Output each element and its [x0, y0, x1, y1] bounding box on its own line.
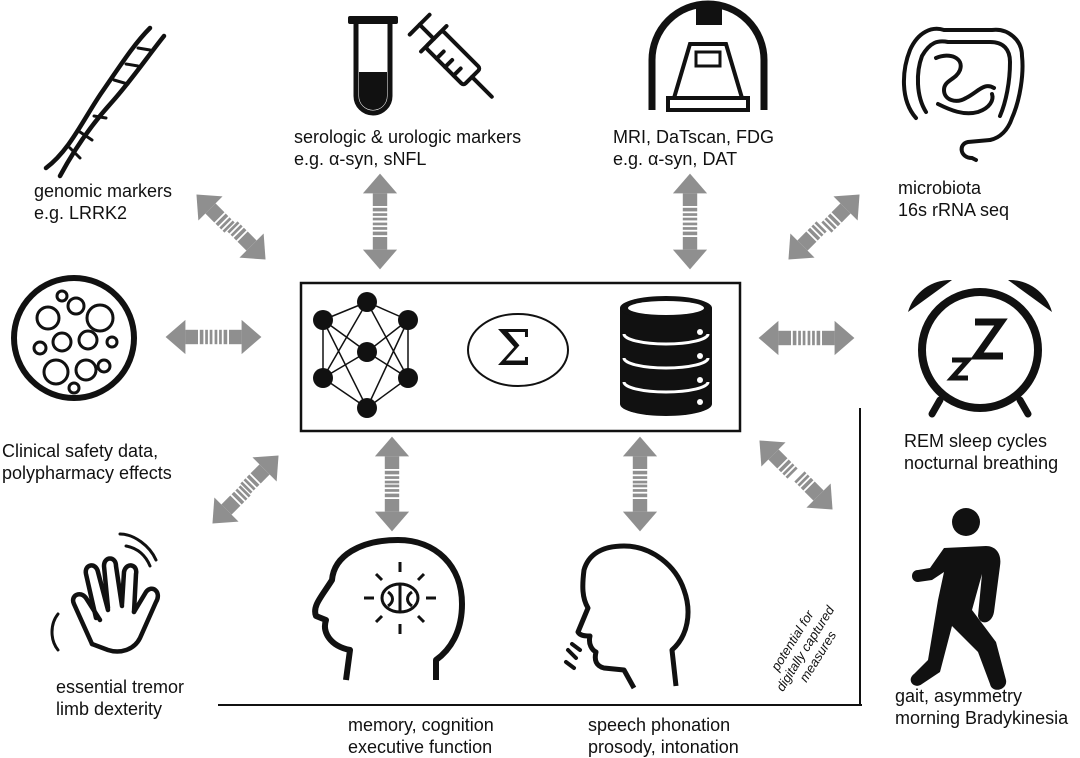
arrow-imaging-in — [672, 222, 708, 270]
label-genomic-line2: e.g. LRRK2 — [34, 203, 128, 223]
label-imaging-line1: MRI, DaTscan, FDG — [613, 127, 775, 147]
arrow-tremor-out — [200, 478, 258, 536]
label-sleep-line2: nocturnal breathing — [904, 453, 1059, 473]
sigma-icon — [467, 313, 569, 387]
sigma-symbol: Σ — [496, 319, 532, 377]
label-serologic-line1: serologic & urologic markers — [294, 127, 522, 147]
dna-helix-icon — [43, 25, 167, 179]
syringe-icon — [407, 12, 494, 99]
cell-culture-icon — [11, 275, 137, 401]
tremor-hand-icon — [50, 532, 161, 654]
label-speech-line1: speech phonation — [588, 715, 731, 735]
walking-person-icon — [910, 508, 1007, 690]
label-speech-line2: prosody, intonation — [588, 737, 739, 757]
arrow-genomic-out — [184, 182, 242, 240]
label-gait-line1: gait, asymmetry — [895, 686, 1023, 706]
label-imaging: MRI, DaTscan, FDG e.g. α-syn, DAT — [613, 126, 774, 170]
label-genomic-line1: genomic markers — [34, 181, 173, 201]
label-tremor-line1: essential tremor — [56, 677, 185, 697]
arrow-serologic-in — [362, 222, 398, 270]
arrow-clinical-in — [214, 319, 262, 355]
neural-network-nodes — [313, 292, 418, 418]
arrow-speech-out — [622, 484, 658, 532]
label-clinical-line1: Clinical safety data, — [2, 441, 159, 461]
arrow-genomic-in — [220, 214, 278, 272]
mri-scanner-icon — [648, 0, 768, 112]
alarm-clock-icon — [908, 279, 1052, 418]
label-gait-line2: morning Bradykinesia — [895, 708, 1069, 728]
label-memory: memory, cognition executive function — [348, 714, 494, 758]
label-genomic: genomic markers e.g. LRRK2 — [34, 180, 172, 224]
arrow-memory-in — [374, 436, 410, 484]
test-tube-icon — [348, 16, 398, 116]
intestine-icon — [901, 26, 1025, 162]
arrow-speech-in — [622, 436, 658, 484]
arrow-gait-in — [747, 428, 805, 486]
label-tremor-line2: limb dexterity — [56, 699, 163, 719]
label-clinical-line2: polypharmacy effects — [2, 463, 172, 483]
database-icon — [620, 296, 712, 416]
label-memory-line1: memory, cognition — [348, 715, 494, 735]
label-imaging-line2: e.g. α-syn, DAT — [613, 149, 738, 169]
label-speech: speech phonation prosody, intonation — [588, 714, 739, 758]
label-microbiota-line2: 16s rRNA seq — [898, 200, 1010, 220]
center-box — [299, 281, 742, 433]
speaking-head-icon — [564, 543, 691, 690]
label-serologic-line2: e.g. α-syn, sNFL — [294, 149, 427, 169]
arrow-clinical-out — [165, 319, 213, 355]
label-microbiota-line1: microbiota — [898, 178, 982, 198]
label-microbiota: microbiota 16s rRNA seq — [898, 177, 1009, 221]
arrow-memory-out — [374, 484, 410, 532]
arrow-imaging-out — [672, 173, 708, 221]
label-sleep-line1: REM sleep cycles — [904, 431, 1048, 451]
arrow-sleep-out — [807, 320, 855, 356]
arrow-serologic-out — [362, 173, 398, 221]
label-memory-line2: executive function — [348, 737, 493, 757]
arrow-gait-out — [787, 464, 845, 522]
label-sleep: REM sleep cycles nocturnal breathing — [904, 430, 1058, 474]
brain-head-icon — [312, 537, 465, 681]
arrow-sleep-in — [758, 320, 806, 356]
label-serologic: serologic & urologic markers e.g. α-syn,… — [294, 126, 521, 170]
arrow-tremor-in — [233, 443, 291, 501]
label-gait: gait, asymmetry morning Bradykinesia — [895, 685, 1068, 729]
label-clinical: Clinical safety data, polypharmacy effec… — [2, 440, 172, 484]
label-tremor: essential tremor limb dexterity — [56, 676, 184, 720]
